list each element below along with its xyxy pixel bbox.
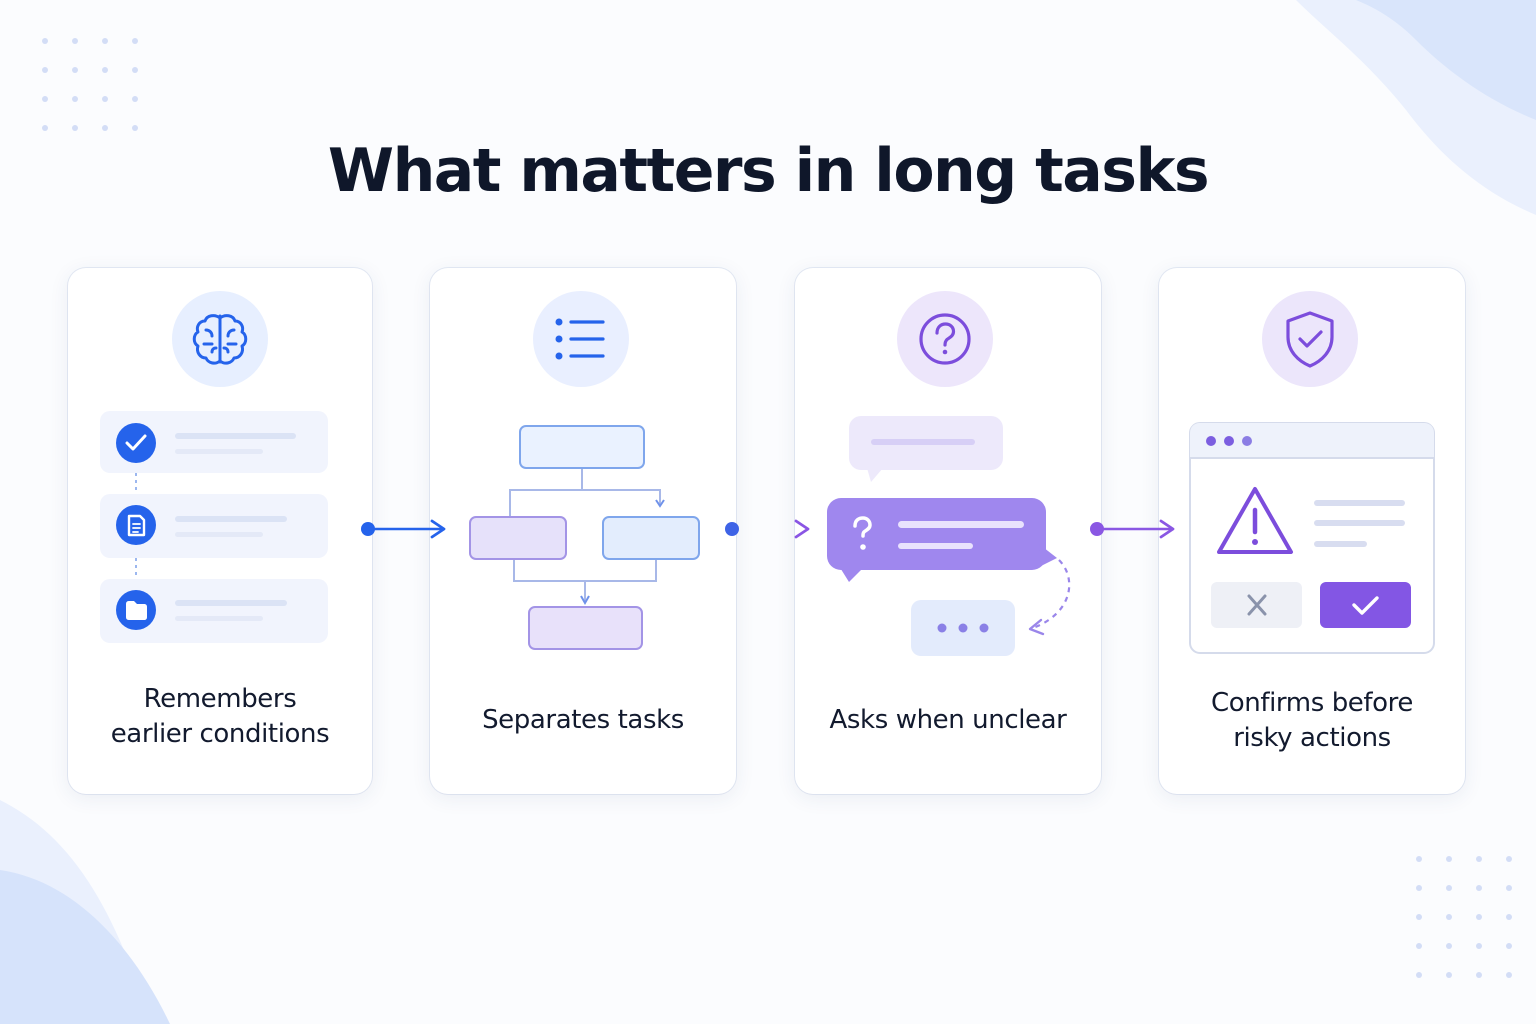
arrow-connector-3 [1090, 519, 1175, 539]
check-circle-icon [125, 434, 147, 451]
warning-triangle-icon [1217, 487, 1293, 554]
arrow-connector-1 [361, 519, 446, 539]
dot-pattern-top-left [42, 38, 162, 131]
shield-check-icon [1286, 311, 1334, 368]
memory-item-check [100, 411, 328, 473]
cancel-x-icon [1247, 594, 1267, 616]
list-icon-badge [533, 291, 629, 387]
document-icon [127, 514, 146, 537]
list-icon [555, 318, 605, 360]
confirm-button-illustration [1320, 582, 1411, 628]
cancel-button-illustration [1211, 582, 1302, 628]
dot-pattern-bottom-right [1416, 856, 1536, 978]
step-card-confirms: Confirms before risky actions [1159, 268, 1465, 794]
flow-node-right [602, 516, 700, 560]
corner-shape-bottom-left [0, 800, 170, 1024]
step-label-confirms: Confirms before risky actions [1211, 688, 1413, 753]
memory-list-illustration [100, 411, 328, 643]
brain-icon [192, 314, 248, 365]
brain-icon-badge [172, 291, 268, 387]
flow-node-left [469, 516, 567, 560]
step-card-remembers: Remembers earlier conditions [68, 268, 372, 794]
question-icon-badge [897, 291, 993, 387]
chat-illustration [827, 416, 1071, 656]
typing-bubble [911, 600, 1015, 656]
step-card-asks: Asks when unclear [795, 268, 1101, 794]
step-label-asks: Asks when unclear [829, 705, 1067, 735]
task-flow-illustration [469, 425, 700, 650]
folder-icon [126, 601, 147, 620]
chat-bubble-top [849, 416, 1003, 482]
page-title: What matters in long tasks [327, 136, 1210, 206]
memory-item-folder [100, 579, 328, 643]
confirm-check-icon [1352, 596, 1379, 615]
step-card-separates: Separates tasks [430, 268, 736, 794]
flow-node-bottom [528, 606, 643, 650]
step-label-separates: Separates tasks [482, 705, 684, 735]
arrow-connector-2 [725, 519, 810, 539]
step-label-remembers: Remembers earlier conditions [110, 684, 330, 749]
question-icon [919, 313, 971, 365]
shield-icon-badge [1262, 291, 1358, 387]
memory-item-document [100, 494, 328, 558]
chat-bubble-question [827, 498, 1057, 582]
confirm-dialog-illustration [1189, 422, 1435, 654]
flow-node-top [519, 425, 645, 469]
